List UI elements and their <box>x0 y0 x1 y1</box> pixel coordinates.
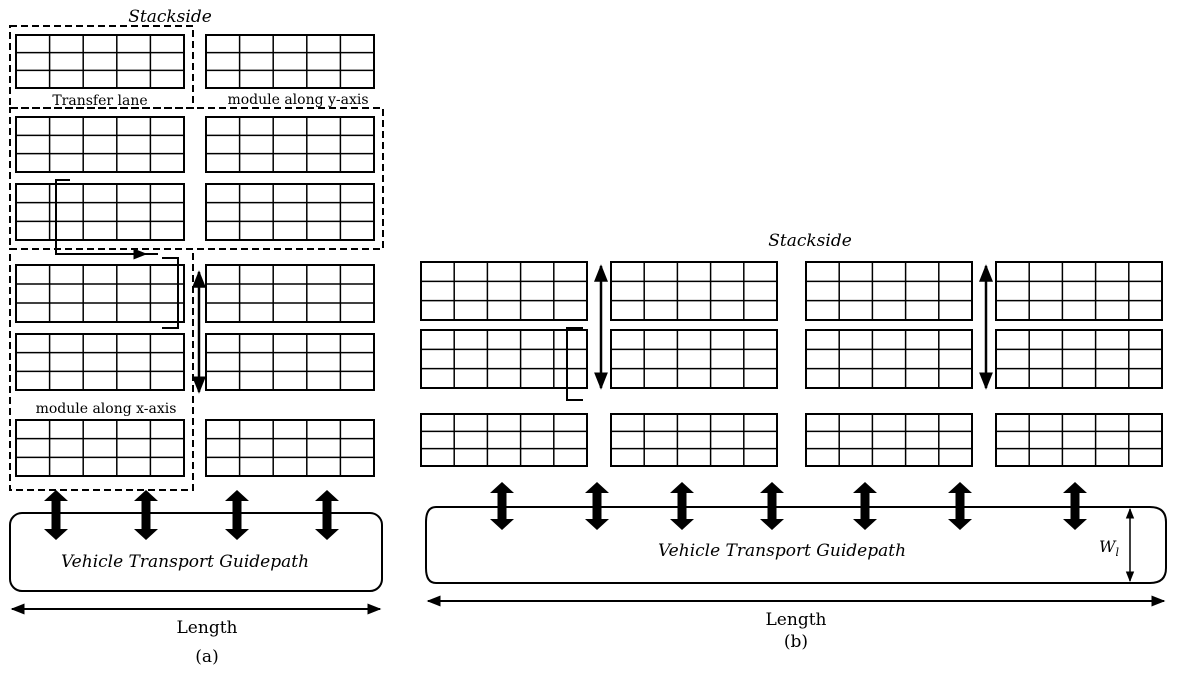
storage-block-a-left-5 <box>15 333 185 391</box>
module-y-axis-outline <box>9 107 384 250</box>
io-arrow-a-4 <box>315 490 339 540</box>
stackside-label-b: Stackside <box>768 231 852 251</box>
storage-block-a-right-4 <box>205 264 375 323</box>
panel-b-storage-blocks <box>420 261 1163 467</box>
storage-block-b-r2-c3 <box>805 329 973 389</box>
caption-a: (a) <box>195 647 218 667</box>
module-x-axis-label: module along x-axis <box>36 401 177 417</box>
storage-block-a-left-1 <box>15 34 185 89</box>
storage-block-a-left-3 <box>15 183 185 241</box>
module-y-axis-label: module along y-axis <box>227 92 368 108</box>
io-arrow-a-2 <box>134 490 158 540</box>
storage-block-a-right-6 <box>205 419 375 477</box>
storage-block-b-r3-c1 <box>420 413 588 467</box>
guidepath-label-b: Vehicle Transport Guidepath <box>658 541 906 561</box>
storage-block-a-left-2 <box>15 116 185 173</box>
storage-block-a-right-1 <box>205 34 375 89</box>
storage-block-b-r2-c1 <box>420 329 588 389</box>
transfer-bracket-b <box>566 327 583 401</box>
storage-block-a-left-4 <box>15 264 185 323</box>
storage-block-b-r2-c2 <box>610 329 778 389</box>
storage-block-a-left-6 <box>15 419 185 477</box>
storage-block-b-r3-c3 <box>805 413 973 467</box>
storage-block-b-r2-c4 <box>995 329 1163 389</box>
transfer-bracket <box>162 257 179 329</box>
storage-block-b-r1-c2 <box>610 261 778 321</box>
guidepath-label-a: Vehicle Transport Guidepath <box>61 552 309 572</box>
panel-a-storage-blocks <box>15 34 375 477</box>
storage-block-b-r1-c4 <box>995 261 1163 321</box>
io-arrow-a-1 <box>44 490 68 540</box>
length-label-a: Length <box>177 618 238 638</box>
storage-block-b-r1-c1 <box>420 261 588 321</box>
guidepath-a <box>9 512 383 592</box>
storage-block-a-right-2 <box>205 116 375 173</box>
caption-b: (b) <box>784 632 808 652</box>
storage-block-a-right-3 <box>205 183 375 241</box>
io-arrow-a-3 <box>225 490 249 540</box>
module-x-axis-outline <box>9 248 194 491</box>
panel-b: Stackside Vehicle Transport Guidepath Wl… <box>420 231 1167 652</box>
stackside-label-a: Stackside <box>128 7 212 27</box>
width-label: Wl <box>1099 537 1119 559</box>
length-label-b: Length <box>766 610 827 630</box>
panel-a-io-arrows <box>44 490 339 540</box>
storage-block-a-right-5 <box>205 333 375 391</box>
panel-a: Stackside Transfer lane module along y-a… <box>9 7 384 667</box>
storage-block-b-r1-c3 <box>805 261 973 321</box>
transfer-route-line <box>55 179 158 255</box>
transfer-lane-label: Transfer lane <box>52 93 147 109</box>
guidepath-b <box>425 506 1167 584</box>
storage-block-b-r3-c2 <box>610 413 778 467</box>
storage-block-b-r3-c4 <box>995 413 1163 467</box>
